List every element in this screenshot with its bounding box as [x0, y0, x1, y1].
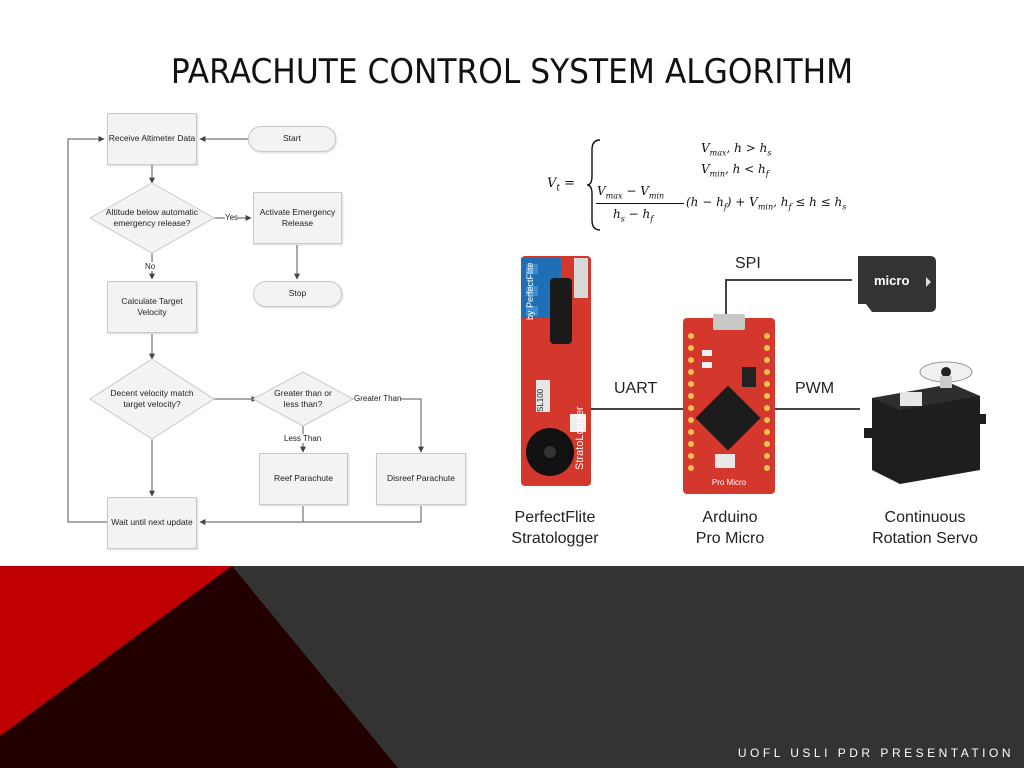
arduino-board-text: Pro Micro: [711, 478, 747, 487]
stop-node: Stop: [253, 281, 342, 307]
equation-brace: [586, 139, 601, 231]
equation-case-1: Vmax, h > hs: [701, 141, 772, 158]
altitude-decision-shape: [88, 182, 216, 254]
stratologger-brand-text: by PerfectFlite: [525, 262, 535, 320]
compare-node: Greater than or less than?: [274, 387, 332, 409]
bus-spi-label: SPI: [735, 255, 761, 272]
edge-disreef-wait: [303, 506, 422, 523]
edge-label-yes: Yes: [225, 213, 239, 222]
equation-case-3: (h − hf) + Vmin, hf ≤ h ≤ hs: [686, 195, 847, 212]
reef-parachute-node: Reef Parachute: [259, 453, 348, 505]
footer-text: UOFL USLI PDR PRESENTATION: [737, 746, 1014, 760]
microsd-text: micro: [874, 273, 910, 288]
emergency-release-node: Activate Emergency Release: [253, 192, 342, 244]
slide-title: PARACHUTE CONTROL SYSTEM ALGORITHM: [170, 52, 854, 92]
edge-wait-receive: [67, 136, 107, 523]
equation-denominator: hs − hf: [613, 207, 654, 224]
edge-label-less: Less Than: [284, 434, 322, 443]
disreef-parachute-node: Disreef Parachute: [376, 453, 466, 505]
stratologger-model-text: SL100: [536, 388, 545, 412]
footer-dark-red-shape: [0, 566, 398, 768]
arduino-board: [683, 314, 775, 494]
edge-label-greater: Greater Than: [354, 394, 402, 403]
velocity-decision-shape: [89, 358, 215, 440]
compare-decision-shape: [251, 371, 355, 427]
edge-label-no: No: [145, 262, 156, 271]
velocity-match-node: Decent velocity match target velocity?: [110, 387, 194, 409]
start-node: Start: [248, 126, 336, 152]
calculate-velocity-node: Calculate Target Velocity: [107, 281, 197, 333]
altitude-check-node: Altitude below automatic emergency relea…: [105, 206, 199, 228]
equation-fraction-bar: [596, 203, 684, 204]
equation-numerator: Vmax − Vmin: [597, 184, 665, 201]
stratologger-board-text: StratoLogger: [574, 406, 586, 470]
microsd-card: [858, 256, 936, 312]
bus-pwm-label: PWM: [795, 380, 835, 397]
stratologger-board: [521, 256, 591, 486]
wait-update-node: Wait until next update: [107, 497, 197, 549]
receive-altimeter-node: Receive Altimeter Data: [107, 113, 197, 165]
equation-case-2: Vmin, h < hf: [701, 162, 769, 179]
footer-band: [0, 566, 1024, 768]
servo-motor: [864, 361, 986, 484]
spi-wire: [725, 279, 852, 317]
bus-uart-label: UART: [614, 380, 658, 397]
equation-lhs: Vt =: [547, 176, 576, 194]
